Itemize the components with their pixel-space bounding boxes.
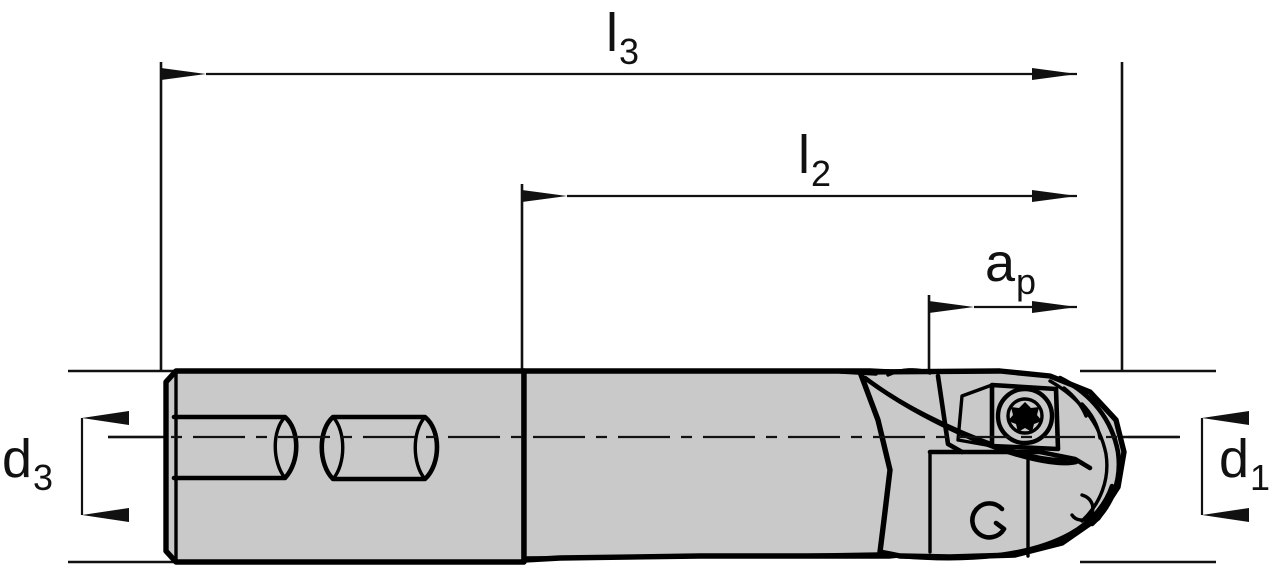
dimension-label-l2-sub: 2 bbox=[811, 153, 832, 195]
dimension-label-d3-sub: 3 bbox=[33, 457, 54, 499]
shank-bore-right-back-arc bbox=[413, 415, 427, 481]
dimension-label-ap: ap bbox=[985, 233, 1036, 300]
ball-nose-notch-b bbox=[1080, 402, 1102, 440]
dimension-label-d3-base: d bbox=[2, 429, 33, 489]
dimension-label-d1: d1 bbox=[1219, 429, 1270, 496]
ball-nose-notch-a bbox=[1062, 386, 1088, 418]
flute-land-top bbox=[886, 368, 932, 377]
dimension-label-l3-sub: 3 bbox=[619, 31, 640, 73]
dimension-label-l3: l3 bbox=[606, 3, 639, 70]
dimension-label-ap-base: a bbox=[985, 233, 1016, 293]
insert-pocket-wall bbox=[935, 373, 965, 455]
body-upper-seam bbox=[838, 370, 878, 376]
chip-flute-secondary-edge bbox=[860, 374, 1072, 462]
insert-seat-lower-edge bbox=[927, 449, 1093, 471]
dimension-label-d1-sub: 1 bbox=[1250, 457, 1271, 499]
dimension-label-l2: l2 bbox=[798, 125, 831, 192]
dimension-label-ap-sub: p bbox=[1016, 261, 1037, 303]
insert-screw-inner-ring bbox=[1006, 397, 1044, 435]
ball-nose-relief-band bbox=[1057, 375, 1122, 527]
tool-body-group bbox=[163, 368, 1127, 565]
torx-star-icon bbox=[1008, 402, 1042, 432]
tool-shank bbox=[163, 368, 527, 565]
dimension-lines bbox=[80, 68, 1249, 522]
dimension-label-l2-base: l bbox=[798, 125, 810, 185]
dimension-label-l3-base: l bbox=[606, 3, 618, 63]
ball-nose-bottom-edge bbox=[897, 483, 1115, 561]
body-lower-seam bbox=[522, 552, 882, 560]
coolant-port-opening bbox=[970, 501, 1007, 540]
extension-lines bbox=[68, 62, 1216, 564]
ball-nose-lower-bump bbox=[1070, 493, 1095, 522]
shank-bore-right-front-arc bbox=[331, 415, 345, 481]
dimension-label-d3: d3 bbox=[2, 429, 53, 496]
insert-secondary-face bbox=[956, 383, 994, 448]
dimension-label-d1-base: d bbox=[1219, 429, 1250, 489]
shank-bore-left-back-arc bbox=[273, 415, 287, 480]
